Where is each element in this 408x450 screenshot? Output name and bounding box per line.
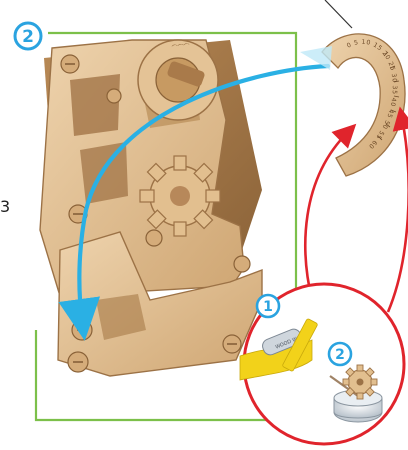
svg-text:2: 2 <box>335 347 345 363</box>
step-badge-detail-2: 2 <box>329 343 351 365</box>
red-arrow-right <box>388 118 408 312</box>
step-badge-detail-1: 1 <box>257 295 279 317</box>
side-glyph: 3 <box>0 197 10 216</box>
step-badge-main: 2 <box>15 23 41 49</box>
gear-icon <box>343 365 377 399</box>
gauge-arc-part: 0 5 10 15 20 25 30 35 40 45 50 55 60 <box>322 34 405 176</box>
pointer-line <box>325 0 352 28</box>
svg-text:1: 1 <box>263 299 273 315</box>
svg-text:2: 2 <box>22 27 34 47</box>
wooden-mechanism: ⌒⌒⌒ <box>40 40 262 376</box>
